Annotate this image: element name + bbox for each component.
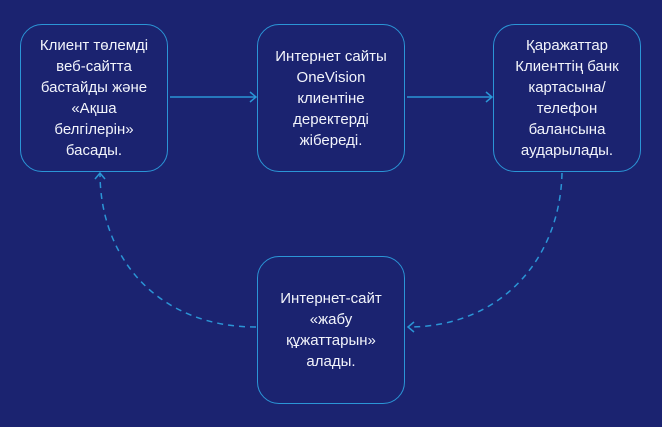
dashed-arrow-step3-to-step4 [407, 172, 563, 328]
step-1-text: Клиент төлемді веб-сайтта бастайды және … [39, 37, 149, 159]
dashed-arrow-step4-to-step1 [99, 172, 257, 328]
step-3-text: Қаражаттар Клиенттің банк картасына/ тел… [515, 37, 619, 159]
step-4-text: Интернет-сайт «жабу құжаттарын» алады. [280, 290, 382, 370]
step-3-box: Қаражаттар Клиенттің банк картасына/ тел… [493, 24, 641, 172]
step-4-box: Интернет-сайт «жабу құжаттарын» алады. [257, 256, 405, 404]
arrowhead-icon [94, 171, 106, 180]
arrowhead-icon [406, 321, 415, 333]
step-2-text: Интернет сайты OneVision клиентіне дерек… [275, 47, 387, 149]
step-1-box: Клиент төлемді веб-сайтта бастайды және … [20, 24, 168, 172]
arrowhead-icon [485, 91, 494, 103]
step-2-box: Интернет сайты OneVision клиентіне дерек… [257, 24, 405, 172]
arrowhead-icon [249, 91, 258, 103]
